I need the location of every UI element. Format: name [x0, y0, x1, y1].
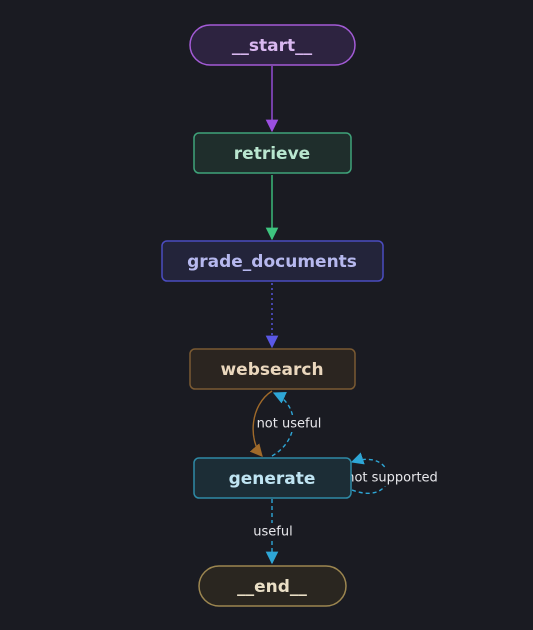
- edge-label-not-useful: not useful: [257, 417, 322, 432]
- edge-generate-websearch: [271, 392, 294, 457]
- node-websearch[interactable]: websearch: [189, 348, 356, 390]
- node-retrieve[interactable]: retrieve: [193, 132, 352, 174]
- node-websearch-label: websearch: [220, 360, 323, 380]
- node-generate-label: generate: [229, 469, 316, 489]
- node-end-label: __end__: [237, 577, 307, 597]
- node-grade-documents[interactable]: grade_documents: [161, 240, 384, 282]
- edge-label-not-supported: not supported: [346, 471, 438, 486]
- node-retrieve-label: retrieve: [234, 144, 310, 164]
- node-generate[interactable]: generate: [193, 457, 352, 499]
- edge-websearch-generate: [249, 390, 273, 457]
- node-grade-documents-label: grade_documents: [187, 252, 357, 272]
- node-start[interactable]: __start__: [189, 24, 356, 66]
- node-start-label: __start__: [232, 36, 313, 56]
- nodes: __start__ retrieve grade_documents webse…: [161, 24, 384, 607]
- edge-labels: not useful not supported useful: [252, 415, 438, 540]
- node-end[interactable]: __end__: [198, 565, 347, 607]
- edge-label-useful: useful: [253, 525, 292, 540]
